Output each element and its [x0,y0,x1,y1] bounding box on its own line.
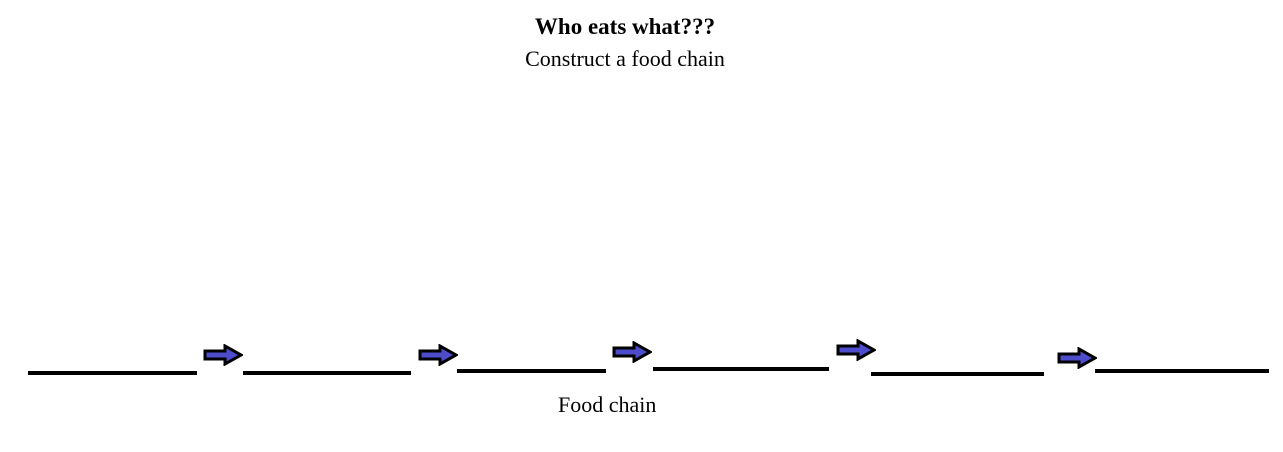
blank-6[interactable] [1095,369,1269,373]
blank-3[interactable] [457,369,606,373]
heading-block: Who eats what??? Construct a food chain [0,12,1250,74]
food-chain-caption: Food chain [558,392,657,417]
right-arrow-icon [612,341,652,363]
blank-2[interactable] [243,371,411,375]
page-title: Who eats what??? [534,14,716,39]
blank-1[interactable] [28,371,197,375]
page-subtitle: Construct a food chain [525,46,725,71]
blank-4[interactable] [653,367,829,371]
right-arrow-icon [1057,347,1097,369]
right-arrow-icon [203,344,243,366]
right-arrow-icon [836,339,876,361]
blank-5[interactable] [871,372,1044,376]
right-arrow-icon [418,344,458,366]
